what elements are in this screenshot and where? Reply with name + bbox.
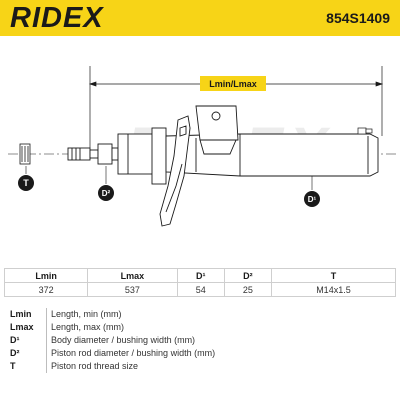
part-number: 854S1409 xyxy=(326,10,390,26)
legend-desc: Piston rod diameter / bushing width (mm) xyxy=(46,347,215,360)
value-lmin: 372 xyxy=(3,282,89,297)
knuckle-bracket xyxy=(195,105,239,155)
strut-body xyxy=(165,133,379,177)
spec-table-value-row: 372 537 54 25 M14x1.5 xyxy=(3,282,397,297)
legend-desc: Length, max (mm) xyxy=(46,321,124,334)
legend-item: D¹ Body diameter / bushing width (mm) xyxy=(10,334,395,347)
legend-key: D² xyxy=(10,348,20,358)
rod-end-detail xyxy=(19,143,31,165)
shock-absorber-drawing: RIDEX Lmin/Lmax T D² xyxy=(8,66,396,227)
legend-item: D² Piston rod diameter / bushing width (… xyxy=(10,347,395,360)
length-label: Lmin/Lmax xyxy=(209,79,257,89)
callout-d1: D¹ xyxy=(308,195,317,204)
legend-key: T xyxy=(10,361,16,371)
legend-item: Lmax Length, max (mm) xyxy=(10,321,395,334)
callout-d2-circle xyxy=(98,185,114,201)
value-lmax: 537 xyxy=(87,282,178,297)
length-label-box xyxy=(200,76,266,91)
legend-key: D¹ xyxy=(10,335,20,345)
legend: Lmin Length, min (mm) Lmax Length, max (… xyxy=(10,308,395,373)
header-lmax: Lmax xyxy=(87,268,178,283)
header-lmin: Lmin xyxy=(3,268,89,283)
hose-holder xyxy=(159,115,191,227)
header-d1: D¹ xyxy=(176,268,225,283)
header-bar: RIDEX 854S1409 xyxy=(0,0,400,36)
piston-rod xyxy=(67,143,119,165)
legend-key: Lmin xyxy=(10,309,32,319)
callout-d1-circle xyxy=(304,191,320,207)
callout-t: T xyxy=(23,178,29,188)
spec-table-header-row: Lmin Lmax D¹ D² T xyxy=(3,268,397,283)
spec-table: Lmin Lmax D¹ D² T 372 537 54 25 M14x1.5 xyxy=(3,268,397,297)
legend-desc: Body diameter / bushing width (mm) xyxy=(46,334,195,347)
value-d2: 25 xyxy=(223,282,272,297)
brand-logo: RIDEX xyxy=(10,2,104,34)
legend-item: Lmin Length, min (mm) xyxy=(10,308,395,321)
legend-desc: Piston rod thread size xyxy=(46,360,138,373)
header-t: T xyxy=(270,268,397,283)
bracket-bolt xyxy=(357,127,373,135)
value-d1: 54 xyxy=(176,282,225,297)
legend-item: T Piston rod thread size xyxy=(10,360,395,373)
spring-seat xyxy=(117,127,167,185)
value-t: M14x1.5 xyxy=(270,282,397,297)
callout-t-circle xyxy=(18,175,34,191)
header-d2: D² xyxy=(223,268,272,283)
legend-key: Lmax xyxy=(10,322,34,332)
legend-desc: Length, min (mm) xyxy=(46,308,122,321)
callout-d2: D² xyxy=(102,189,111,198)
